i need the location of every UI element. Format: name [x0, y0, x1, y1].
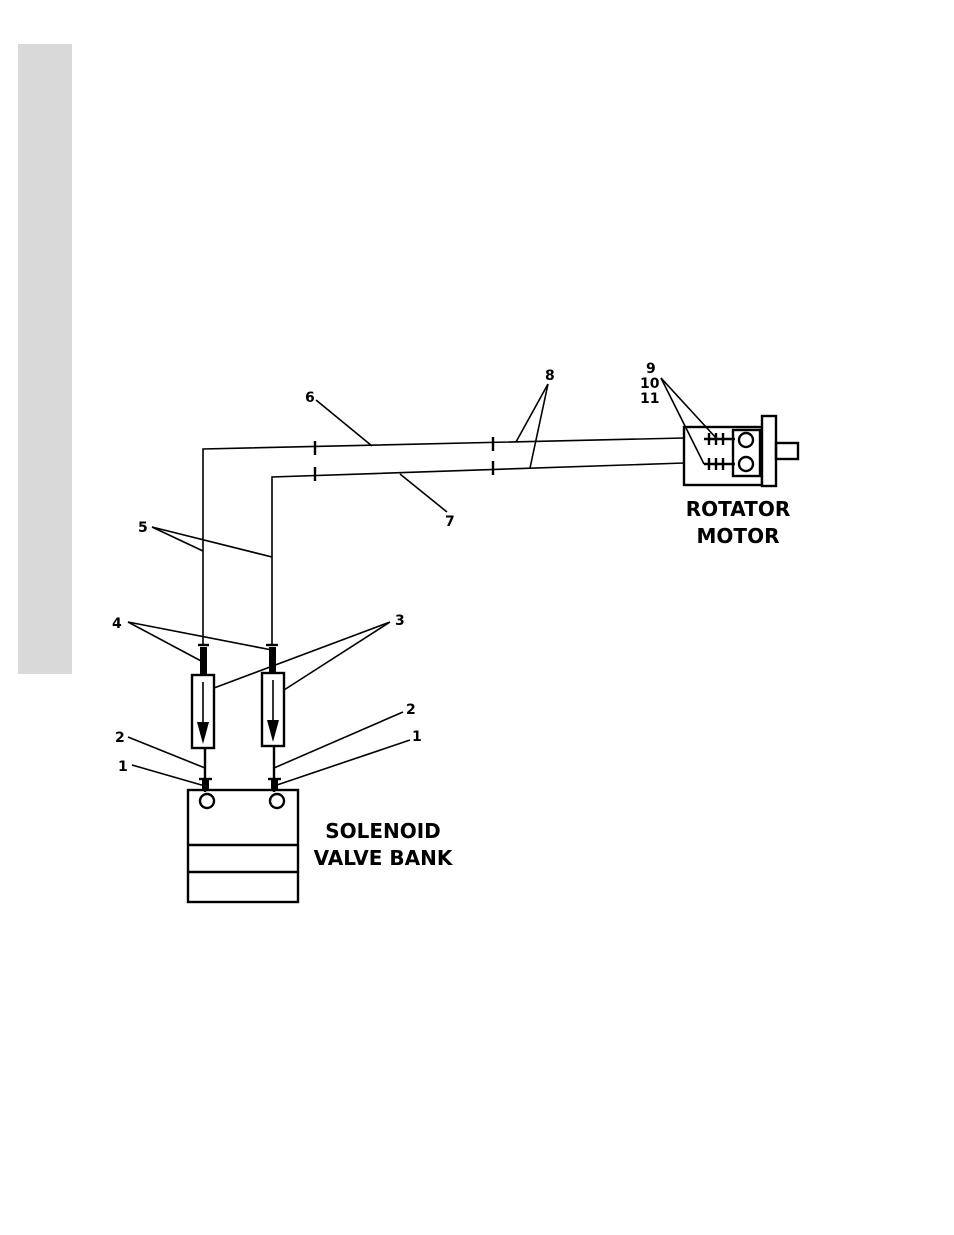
callout-1-left: 1 [118, 759, 128, 775]
hose-6 [203, 438, 684, 645]
callout-6: 6 [305, 390, 315, 406]
callout-5: 5 [138, 520, 148, 536]
motor-fittings [704, 433, 735, 470]
valve-port-right [270, 794, 284, 808]
callout-9: 9 [646, 361, 656, 377]
callout-2-left: 2 [115, 730, 125, 746]
callout-10: 10 [640, 376, 660, 392]
callout-4: 4 [112, 616, 122, 632]
rotator-motor [684, 416, 798, 486]
motor-shaft [776, 443, 798, 459]
motor-mounting-flange [762, 416, 776, 486]
motor-port-block [733, 430, 760, 476]
motor-title-line2: MOTOR [697, 524, 780, 548]
valve-port-left [200, 794, 214, 808]
motor-port-lower [739, 457, 753, 471]
valve-bank-title-line1: SOLENOID [325, 819, 441, 843]
callout-11: 11 [640, 391, 659, 407]
callout-3: 3 [395, 613, 405, 629]
callout-8: 8 [545, 368, 555, 384]
check-valve-right [262, 673, 284, 746]
callout-2-right: 2 [406, 702, 416, 718]
hose-7 [272, 463, 684, 645]
valve-bank-connections [199, 746, 281, 792]
callout-1-right: 1 [412, 729, 422, 745]
valve-bank-title-line2: VALVE BANK [314, 846, 454, 870]
check-valve-left [192, 675, 214, 748]
callout-7: 7 [445, 514, 455, 530]
motor-port-upper [739, 433, 753, 447]
motor-title-line1: ROTATOR [686, 497, 790, 521]
solenoid-valve-bank [188, 790, 298, 902]
